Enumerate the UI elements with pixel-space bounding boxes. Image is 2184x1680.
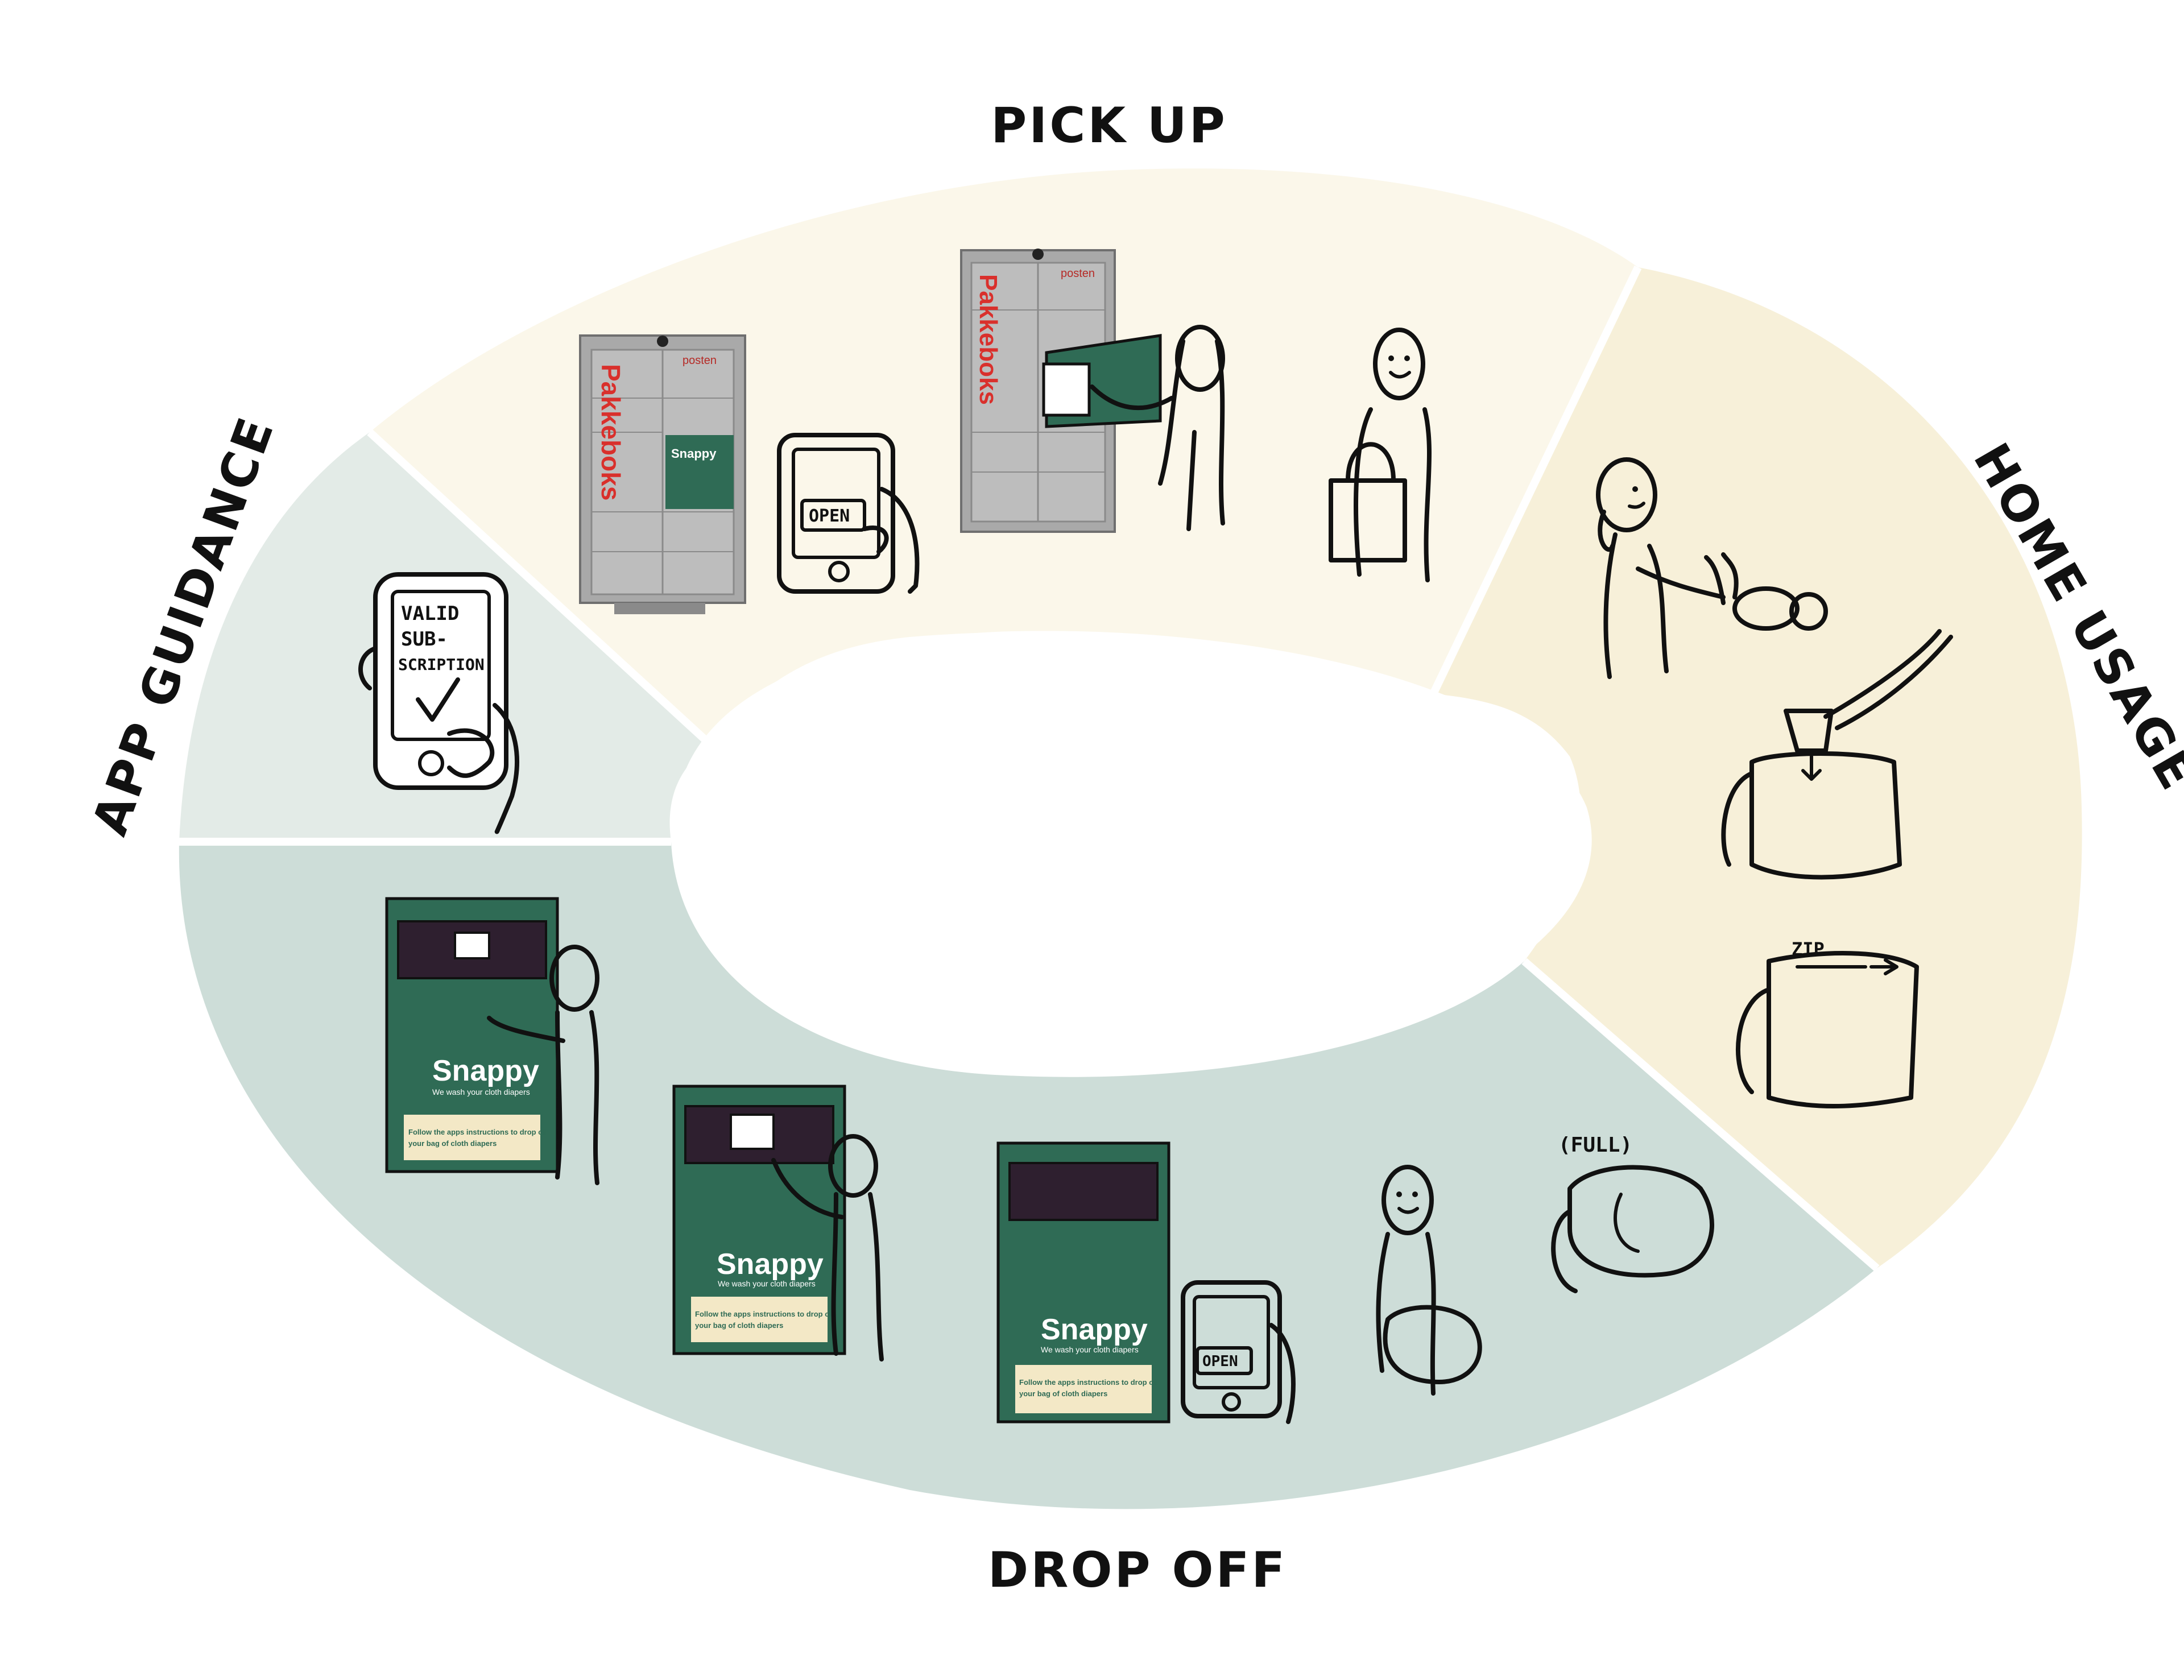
bin2-instruction-2: your bag of cloth diapers (695, 1321, 783, 1330)
ring-center (675, 631, 1592, 1070)
bin3-instruction-1: Follow the apps instructions to drop off (1019, 1378, 1159, 1387)
bin1-brand: Snappy (432, 1054, 539, 1087)
person-dropping-off-1 (487, 945, 599, 1185)
bin2-instruction-1: Follow the apps instructions to drop off (695, 1310, 834, 1318)
full-label: (FULL) (1558, 1133, 1632, 1157)
zipped-bag: ZIP (1736, 938, 1919, 1108)
locker2-brand: Pakkeboks (974, 274, 1002, 405)
person-changing-baby (1596, 457, 1828, 679)
locker1-brand: Pakkeboks (596, 364, 626, 500)
bin3-instruction-2: your bag of cloth diapers (1019, 1389, 1107, 1398)
person-dropping-off-2 (771, 1134, 884, 1362)
bin3-tagline: We wash your cloth diapers (1041, 1345, 1139, 1354)
open-label-1: OPEN (809, 506, 850, 526)
bin2-brand: Snappy (717, 1248, 824, 1281)
zip-label: ZIP (1792, 938, 1825, 960)
bin2-tagline: We wash your cloth diapers (718, 1279, 816, 1288)
subscription-phone-illustration: VALID SUB- SCRIPTION (358, 572, 519, 834)
divider-app-pickup (367, 429, 714, 748)
person-with-full-bag (1376, 1165, 1482, 1396)
open-phone-illustration-1: OPEN (777, 433, 920, 594)
parcel-locker-1: Snappy Pakkeboks posten (579, 334, 746, 614)
bin1-tagline: We wash your cloth diapers (432, 1087, 530, 1096)
bin1-instruction-1: Follow the apps instructions to drop off (408, 1128, 548, 1136)
diaper-pail (1721, 629, 1953, 880)
bin3-brand: Snappy (1041, 1313, 1148, 1346)
parcel-locker-2: Pakkeboks posten (960, 249, 1162, 533)
snappy-bin-1: Snappy We wash your cloth diapers Follow… (385, 897, 559, 1173)
divider-pickup-home (1429, 265, 1642, 696)
bin1-instruction-2: your bag of cloth diapers (408, 1139, 497, 1148)
snappy-bin-2: Snappy We wash your cloth diapers Follow… (672, 1085, 846, 1355)
person-picking-up (1090, 325, 1225, 531)
valid-text-3: SCRIPTION (398, 655, 485, 674)
person-with-tote-bag (1329, 328, 1432, 582)
label-pick-up: PICK UP (991, 97, 1227, 154)
locker1-operator: posten (682, 354, 717, 367)
snappy-bin-3: Snappy We wash your cloth diapers Follow… (996, 1141, 1170, 1424)
locker2-operator: posten (1061, 267, 1095, 280)
locker1-snappy: Snappy (671, 446, 717, 461)
label-drop-off: DROP OFF (988, 1542, 1287, 1599)
open-phone-illustration-2: OPEN (1181, 1280, 1296, 1424)
full-bag: (FULL) (1551, 1133, 1714, 1293)
valid-text-1: VALID (401, 602, 459, 625)
checkmark-icon (416, 677, 460, 722)
valid-text-2: SUB- (401, 628, 448, 651)
divider-home-drop (1521, 958, 1880, 1272)
open-label-2: OPEN (1202, 1353, 1238, 1370)
